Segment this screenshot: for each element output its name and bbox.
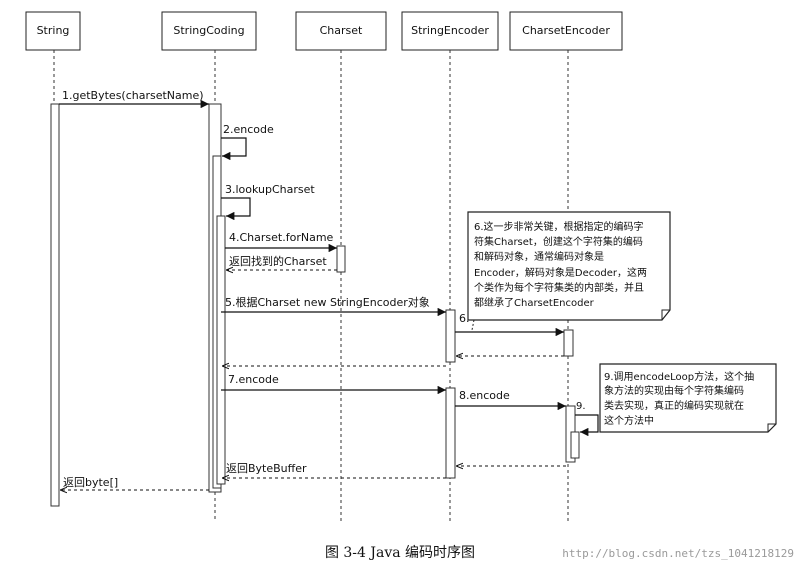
message-6: 6. xyxy=(455,312,564,337)
note-line: 象方法的实现由每个字符集编码 xyxy=(604,384,744,397)
message-7-return: 返回ByteBuffer xyxy=(222,462,446,478)
message-1: 1.getBytes(charsetName) xyxy=(59,89,209,109)
message-label: 返回ByteBuffer xyxy=(226,462,307,475)
message-label: 8.encode xyxy=(459,389,510,402)
note-line: 都继承了CharsetEncoder xyxy=(474,296,595,309)
activation-string xyxy=(50,103,60,507)
message-arrow xyxy=(221,137,247,161)
message-label: 5.根据Charset new StringEncoder对象 xyxy=(225,295,430,309)
message-label: 1.getBytes(charsetName) xyxy=(62,89,204,102)
message-5: 5.根据Charset new StringEncoder对象 xyxy=(221,295,446,317)
message-label: 6. xyxy=(459,312,470,325)
message-label: 4.Charset.forName xyxy=(229,231,334,244)
activation-encodeloop xyxy=(570,431,580,459)
message-8: 8.encode xyxy=(455,389,566,411)
note-line: 类去实现，真正的编码实现就在 xyxy=(604,399,744,412)
note-line: 符集Charset，创建这个字符集的编码 xyxy=(474,235,643,248)
activation-bars xyxy=(50,103,580,507)
note-line: 6.这一步非常关键，根据指定的编码字 xyxy=(474,220,644,233)
message-label: 9. xyxy=(576,401,586,412)
activation-charset xyxy=(336,245,346,273)
participant-label: StringCoding xyxy=(173,24,244,37)
note-line: 个类作为每个字符集类的内部类，并且 xyxy=(474,281,644,294)
participant-label: StringEncoder xyxy=(411,24,489,37)
note-connector xyxy=(471,319,475,331)
participant-charset: Charset xyxy=(295,11,387,51)
message-3: 3.lookupCharset xyxy=(221,183,315,221)
message-label: 返回byte[] xyxy=(63,476,118,489)
message-arrow xyxy=(575,414,599,437)
participant-label: CharsetEncoder xyxy=(522,24,610,37)
note-9: 9.调用encodeLoop方法，这个抽 象方法的实现由每个字符集编码 类去实现… xyxy=(599,363,777,433)
note-line: 和解码对象，通常编码对象是 xyxy=(474,250,604,263)
message-2: 2.encode xyxy=(221,123,274,161)
message-7: 7.encode xyxy=(221,373,446,395)
note-line: Encoder，解码对象是Decoder，这两 xyxy=(474,266,647,279)
participant-label: String xyxy=(37,24,70,37)
participant-string: String xyxy=(25,11,81,51)
message-label: 返回找到的Charset xyxy=(229,254,327,268)
note-line: 9.调用encodeLoop方法，这个抽 xyxy=(604,370,754,383)
activation-lookup xyxy=(216,215,226,485)
participant-charsetencoder: CharsetEncoder xyxy=(509,11,623,51)
message-label: 3.lookupCharset xyxy=(225,183,315,196)
message-4-return: 返回找到的Charset xyxy=(226,254,337,270)
participant-stringencoder: StringEncoder xyxy=(401,11,499,51)
message-1-return: 返回byte[] xyxy=(60,476,209,490)
note-6: 6.这一步非常关键，根据指定的编码字 符集Charset，创建这个字符集的编码 … xyxy=(467,211,671,331)
figure-caption: 图 3-4 Java 编码时序图 xyxy=(325,545,475,561)
activation-stringencoder-new xyxy=(445,309,456,363)
note-line: 这个方法中 xyxy=(604,414,654,427)
message-label: 7.encode xyxy=(228,373,279,386)
participant-label: Charset xyxy=(320,24,363,37)
activation-stringencoder-encode xyxy=(445,387,456,479)
message-9: 9. xyxy=(575,401,599,437)
message-label: 2.encode xyxy=(223,123,274,136)
activation-charsetencoder-create xyxy=(563,329,574,357)
watermark-url: http://blog.csdn.net/tzs_1041218129 xyxy=(562,547,794,560)
message-arrow xyxy=(221,197,251,221)
message-4: 4.Charset.forName xyxy=(225,231,337,253)
participant-stringcoding: StringCoding xyxy=(161,11,257,51)
